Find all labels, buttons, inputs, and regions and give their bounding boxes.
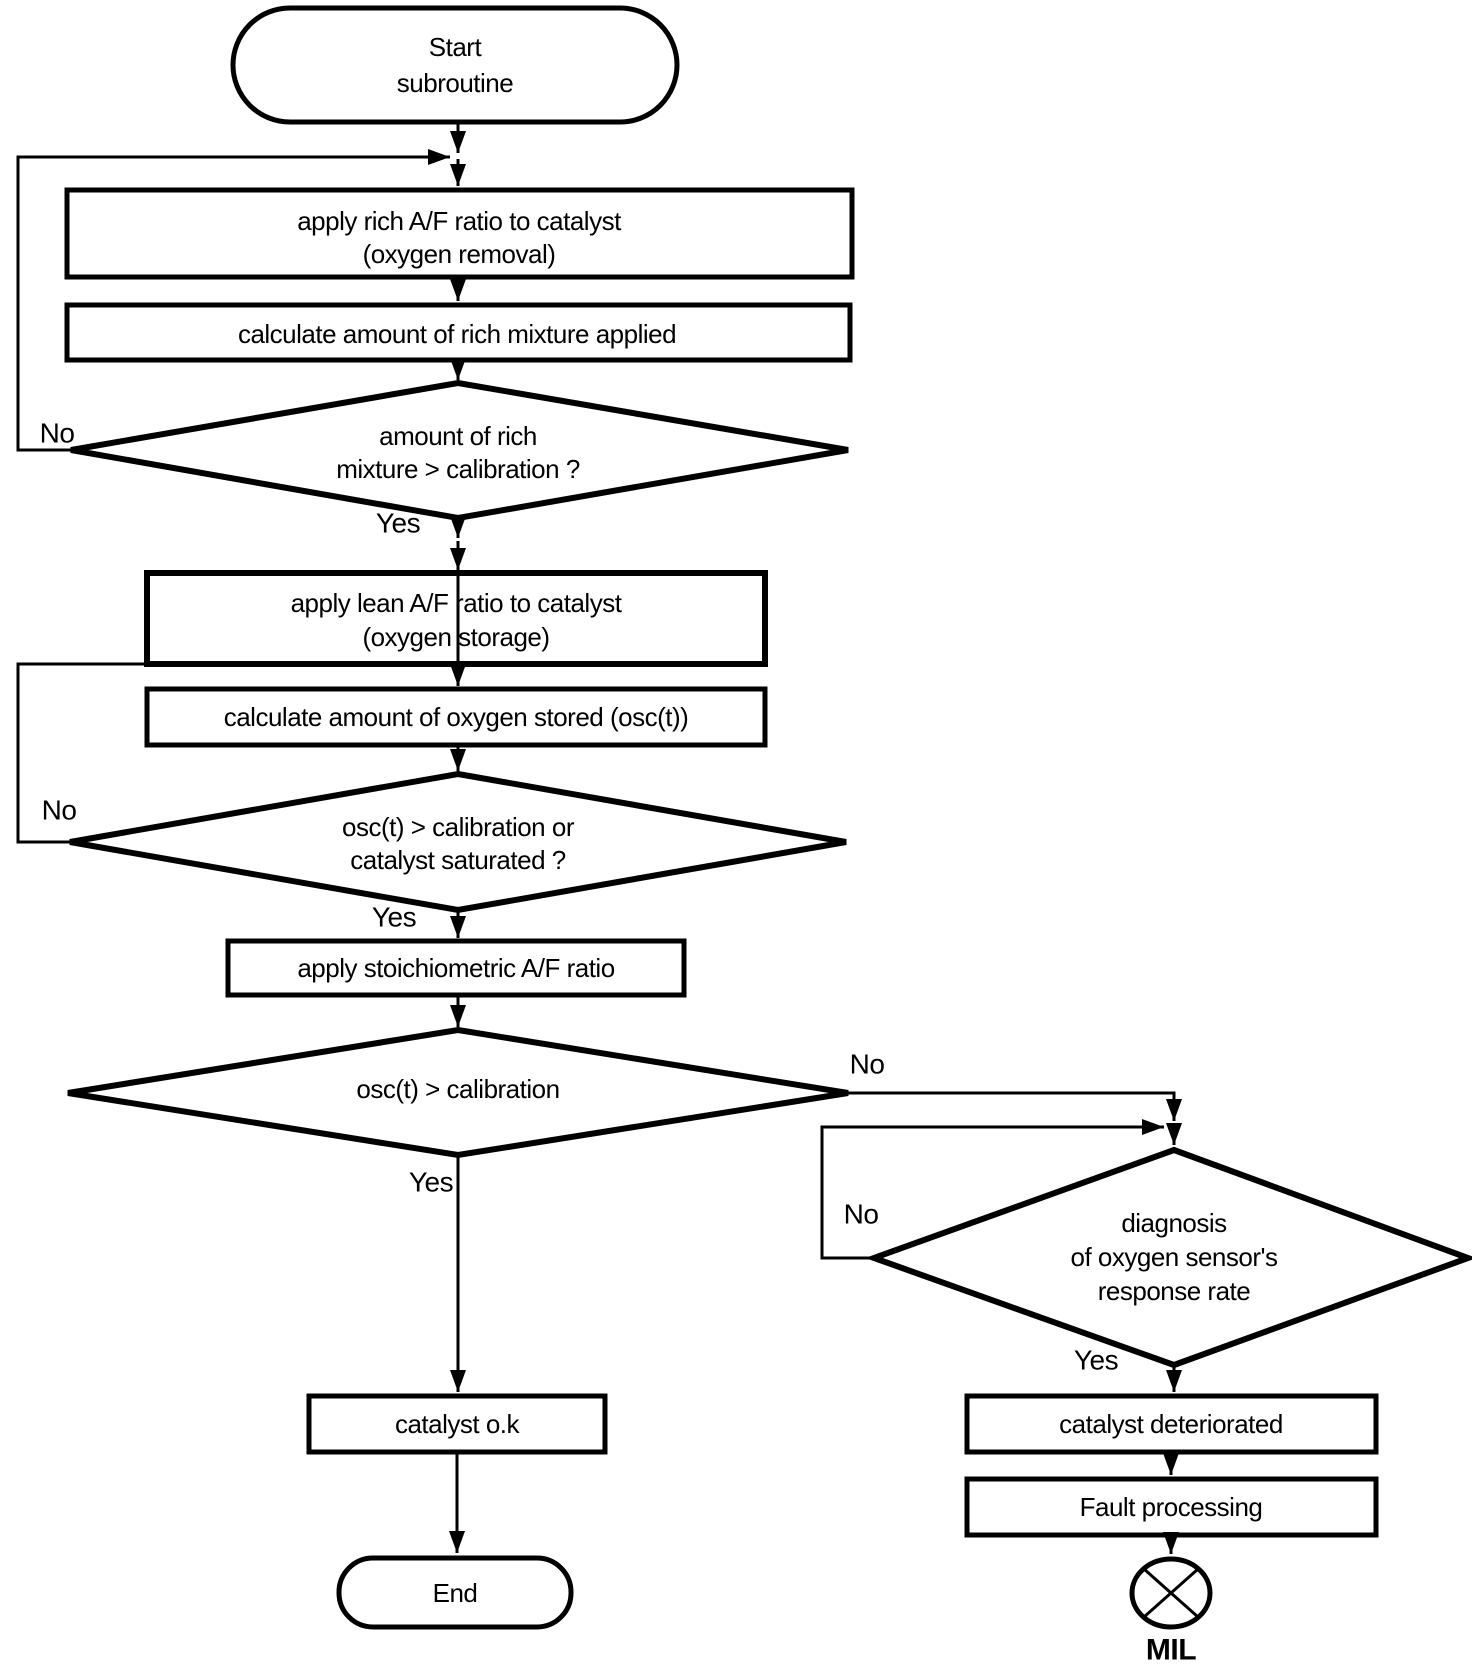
apply-lean-label-line1: apply lean A/F ratio to catalyst (291, 588, 623, 618)
label-no-decision3: No (850, 1049, 885, 1080)
start-label-line2: subroutine (397, 68, 513, 98)
end-terminator (336, 1555, 574, 1630)
process-catalyst-deteriorated-box (964, 1393, 1379, 1455)
end-label: End (433, 1578, 478, 1608)
connector-no-loop-sensor (820, 1119, 1164, 1260)
decision-osc-saturated-diamond (69, 770, 847, 914)
apply-rich-label-line2: (oxygen removal) (363, 239, 556, 269)
decision4-label-line2: of oxygen sensor's (1071, 1242, 1278, 1272)
label-yes-decision3: Yes (409, 1167, 453, 1198)
decision1-label-line1: amount of rich (379, 421, 537, 451)
apply-lean-label-line2: (oxygen storage) (362, 622, 549, 652)
decision1-label-line2: mixture > calibration ? (336, 454, 580, 484)
start-label-line1: Start (429, 32, 483, 62)
process-catalyst-ok-box (306, 1393, 608, 1455)
decision2-label-line1: osc(t) > calibration or (342, 812, 575, 842)
connector-no-loop-rich (16, 149, 450, 452)
mil-lamp-icon (1129, 1556, 1213, 1630)
decision2-label-line2: catalyst saturated ? (350, 845, 565, 875)
decision4-label-line1: diagnosis (1121, 1208, 1227, 1238)
calc-rich-label: calculate amount of rich mixture applied (238, 319, 676, 349)
process-apply-lean-box (144, 570, 768, 667)
apply-rich-label-line1: apply rich A/F ratio to catalyst (297, 206, 622, 236)
connector-no3-to-junction (848, 1091, 1182, 1121)
process-apply-stoich-box (225, 938, 687, 998)
apply-stoich-label: apply stoichiometric A/F ratio (297, 953, 614, 983)
label-no-decision4: No (844, 1199, 879, 1230)
process-apply-rich-box (64, 187, 855, 280)
process-calc-stored-box (144, 686, 768, 748)
label-yes-decision1: Yes (376, 508, 420, 539)
start-terminator (230, 5, 680, 125)
decision3-label: osc(t) > calibration (356, 1074, 559, 1104)
label-no-decision2: No (42, 795, 77, 826)
label-yes-decision2: Yes (372, 902, 416, 933)
catalyst-ok-label: catalyst o.k (395, 1409, 521, 1439)
calc-stored-label: calculate amount of oxygen stored (osc(t… (224, 702, 689, 732)
decision4-label-line3: response rate (1098, 1276, 1251, 1306)
mil-label: MIL (1146, 1634, 1196, 1667)
label-no-decision1: No (40, 418, 75, 449)
fault-processing-label: Fault processing (1080, 1492, 1263, 1522)
catalyst-deteriorated-label: catalyst deteriorated (1059, 1409, 1283, 1439)
label-yes-decision4: Yes (1074, 1345, 1118, 1376)
connector-no-loop-stored (16, 662, 145, 844)
